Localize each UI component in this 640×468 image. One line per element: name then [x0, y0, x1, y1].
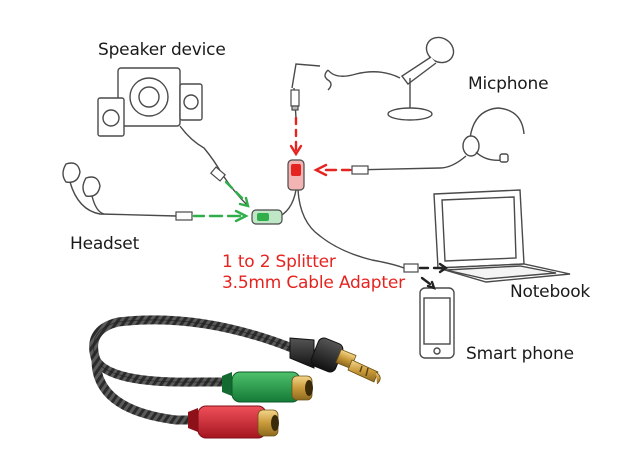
earphones-icon	[62, 162, 177, 217]
smart-phone-icon	[419, 287, 455, 359]
microphone-icon	[291, 36, 455, 121]
headset-label: Headset	[70, 234, 140, 254]
notebook-icon	[433, 189, 571, 283]
smart-phone-label: Smart phone	[466, 344, 574, 364]
cable-lines	[221, 87, 405, 269]
inline-plugs	[175, 89, 419, 273]
headset-mic-icon	[349, 107, 525, 171]
splitter-cable-photo	[89, 315, 381, 439]
splitter-green-node	[251, 209, 283, 225]
speaker-device-icon	[97, 67, 223, 175]
splitter-title-line2: 3.5mm Cable Adapter	[222, 273, 405, 293]
splitter-red-node	[287, 159, 305, 191]
microphone-label: Micphone	[468, 74, 549, 94]
direction-arrows	[192, 116, 449, 290]
splitter-title-line1: 1 to 2 Splitter	[222, 252, 336, 272]
speaker-device-label: Speaker device	[98, 40, 226, 60]
notebook-label: Notebook	[510, 282, 591, 302]
